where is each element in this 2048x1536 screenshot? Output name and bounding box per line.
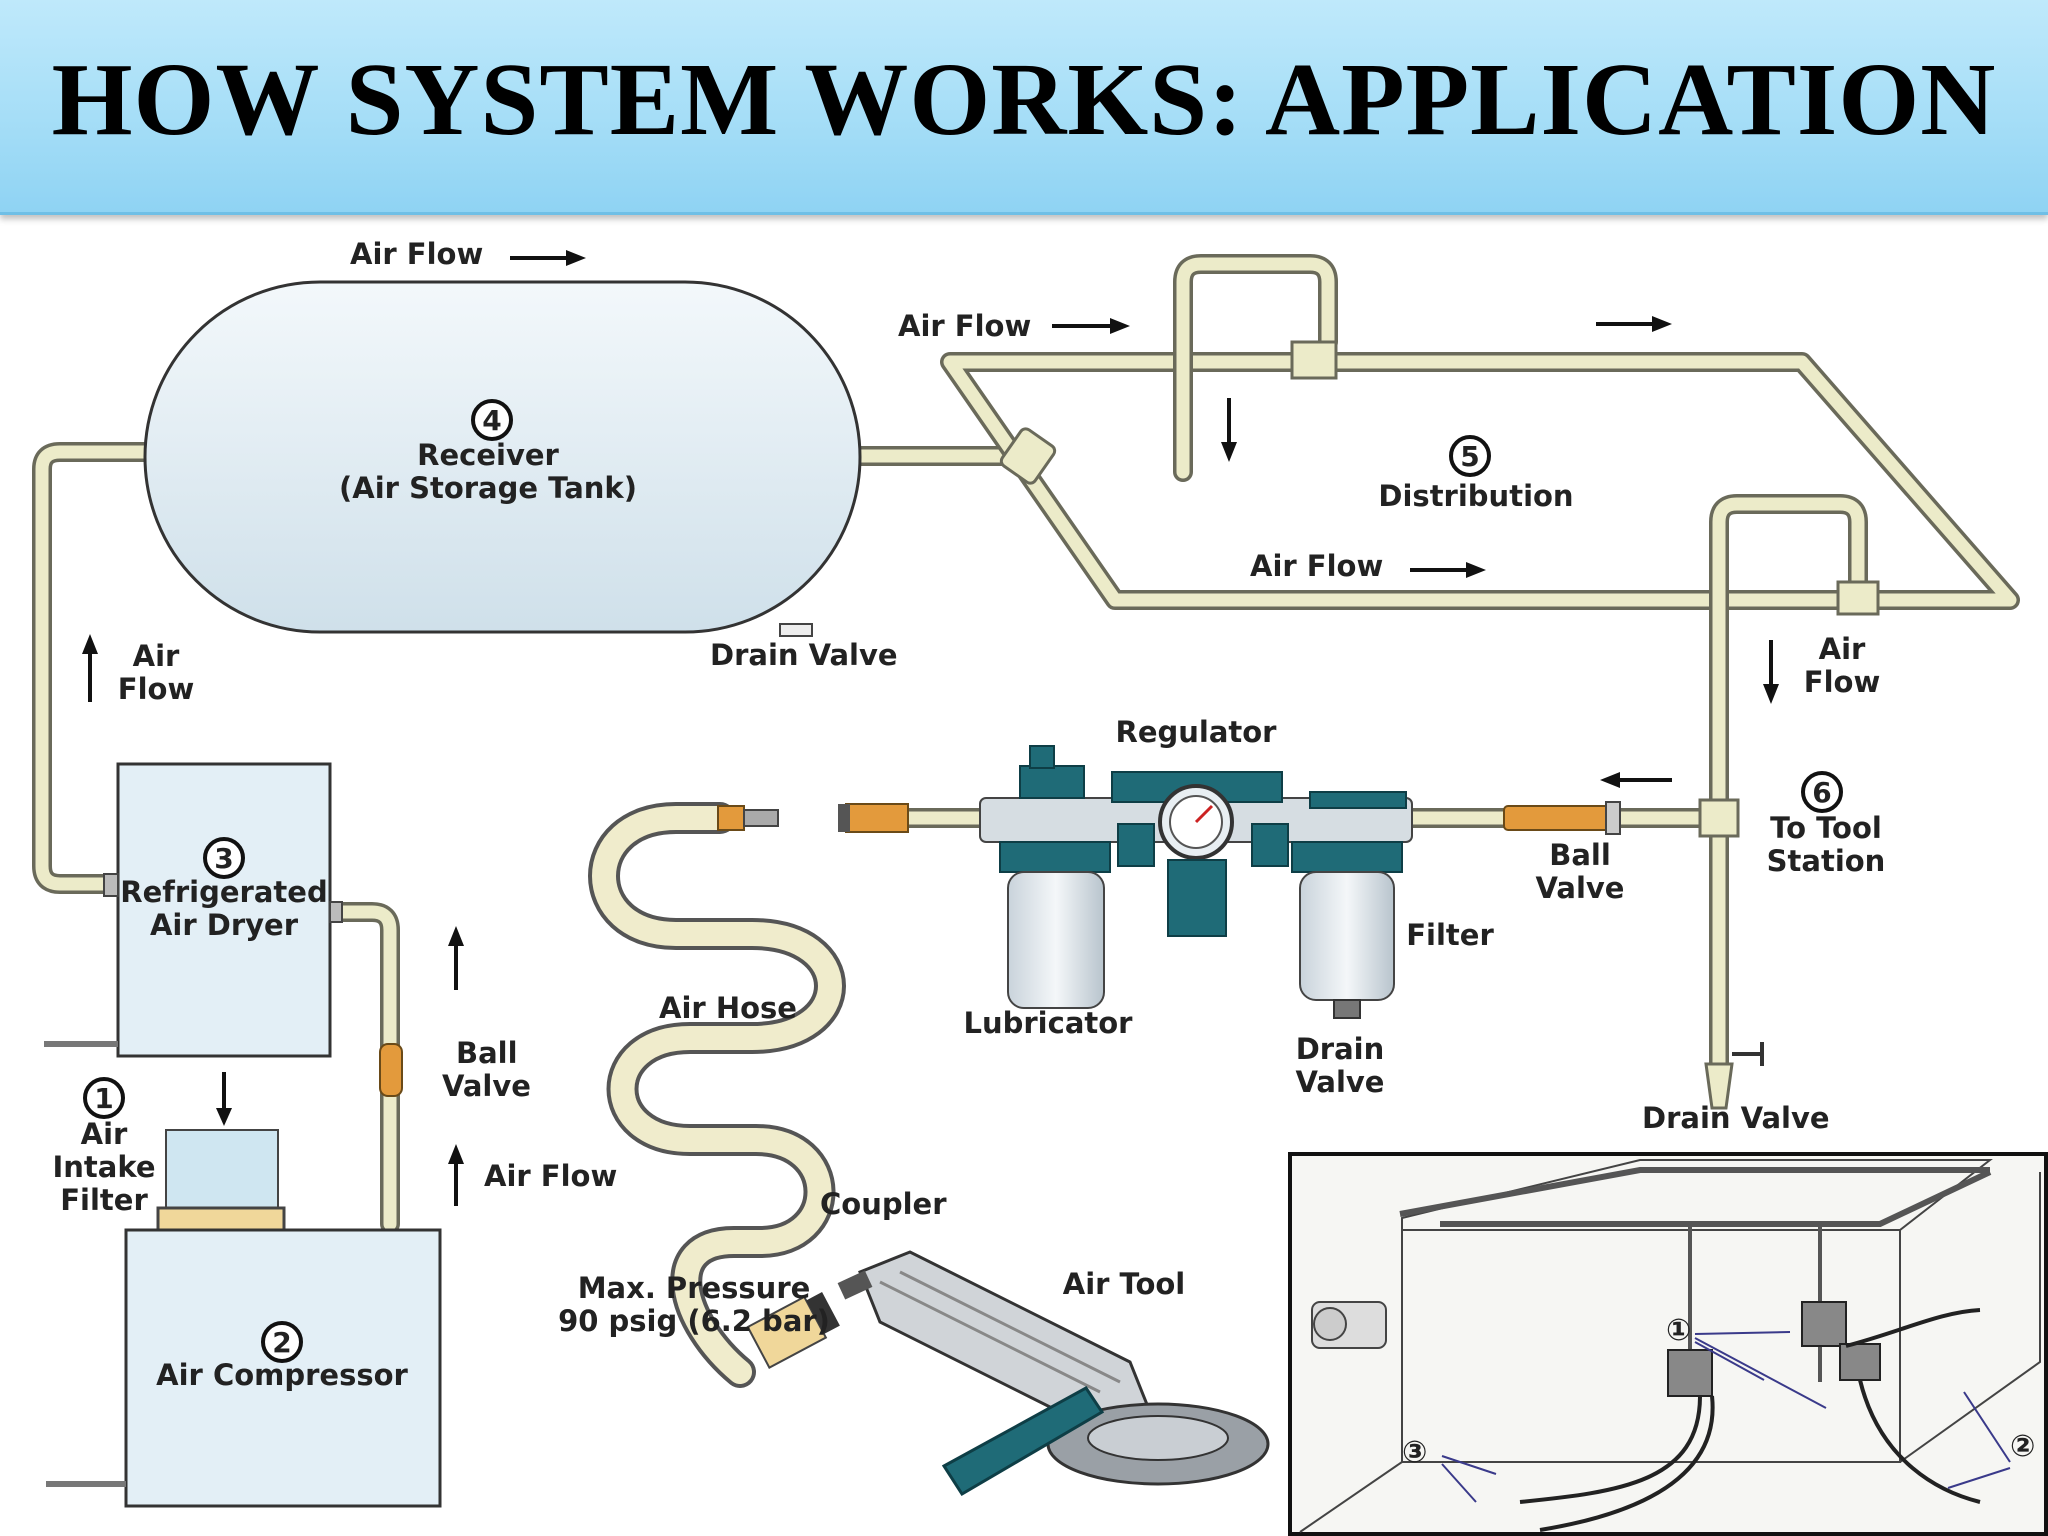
inset-marker-3: ③: [1402, 1435, 1427, 1470]
dryer-label-line2: Air Dryer: [150, 908, 299, 942]
distribution-number: 5: [1460, 440, 1479, 473]
air-tool: [837, 1250, 1270, 1497]
compressed-air-system-diagram: 4 Receiver (Air Storage Tank) Drain Valv…: [32, 237, 2048, 1536]
inset-marker-2: ②: [2010, 1429, 2035, 1464]
receiver-drain-valve-label: Drain Valve: [710, 638, 898, 672]
intake-filter-label-line2: Intake: [52, 1150, 155, 1184]
air-flow-label-left-line1: Air: [133, 639, 180, 673]
tool-station-label-line2: Station: [1767, 844, 1886, 878]
max-pressure-value: 90 psig (6.2 bar): [558, 1304, 830, 1338]
page-title: HOW SYSTEM WORKS: APPLICATION: [51, 42, 1997, 157]
frl-ball-valve-label-line2: Valve: [1536, 871, 1625, 905]
ball-valve-label-line2: Valve: [442, 1069, 531, 1103]
air-flow-label-compressor: Air Flow: [484, 1159, 617, 1193]
air-flow-label-right-line2: Flow: [1804, 665, 1880, 699]
inset-installation-sketch: ① ② ③: [1288, 1152, 2048, 1536]
tool-station-label-line1: To Tool: [1770, 811, 1882, 845]
air-flow-label-top: Air Flow: [350, 237, 483, 271]
distribution-label: Distribution: [1378, 479, 1573, 513]
air-flow-label-distribution-top: Air Flow: [898, 309, 1031, 343]
frl-ball-valve-label-line1: Ball: [1549, 838, 1611, 872]
tool-station-number: 6: [1812, 776, 1831, 809]
receiver-label: Receiver: [417, 438, 559, 472]
air-hose-label: Air Hose: [659, 991, 797, 1025]
intake-filter-label-line1: Air: [81, 1117, 128, 1151]
compressor-number: 2: [272, 1326, 291, 1359]
ball-valve-label-line1: Ball: [456, 1036, 518, 1070]
dryer-label-line1: Refrigerated: [120, 875, 327, 909]
air-flow-label-distribution-bottom: Air Flow: [1250, 549, 1383, 583]
lubricator-label: Lubricator: [964, 1006, 1134, 1040]
air-compressor: 2 Air Compressor: [46, 1129, 442, 1508]
dryer-number: 3: [214, 842, 233, 875]
intake-filter-number: 1: [94, 1082, 113, 1115]
air-flow-label-right-line1: Air: [1819, 632, 1866, 666]
refrigerated-air-dryer: 3 Refrigerated Air Dryer: [44, 762, 343, 1058]
air-flow-arrows: Air Flow Air Flow Air Flow Air Flow Air …: [82, 237, 1880, 1206]
ball-valve-compressor: [379, 1043, 403, 1097]
air-tool-label: Air Tool: [1063, 1267, 1186, 1301]
receiver-tank: 4 Receiver (Air Storage Tank): [143, 280, 862, 637]
air-hose: [588, 802, 846, 1388]
intake-filter-label-line3: Filter: [60, 1183, 148, 1217]
drain-valve-label-bottom: Drain Valve: [1642, 1101, 1830, 1135]
frl-unit: [838, 745, 1621, 1019]
inset-marker-1: ①: [1666, 1313, 1691, 1348]
receiver-number: 4: [482, 404, 501, 437]
receiver-sublabel: (Air Storage Tank): [339, 471, 637, 505]
compressor-label: Air Compressor: [156, 1358, 408, 1392]
air-flow-label-left-line2: Flow: [118, 672, 194, 706]
filter-drain-label-line1: Drain: [1296, 1032, 1385, 1066]
regulator-label: Regulator: [1115, 715, 1277, 749]
coupler-label: Coupler: [820, 1187, 947, 1221]
max-pressure-label: Max. Pressure: [578, 1271, 811, 1305]
title-banner: HOW SYSTEM WORKS: APPLICATION: [0, 0, 2048, 215]
coupler: [746, 1292, 840, 1369]
filter-label: Filter: [1406, 918, 1494, 952]
filter-drain-label-line2: Valve: [1296, 1065, 1385, 1099]
